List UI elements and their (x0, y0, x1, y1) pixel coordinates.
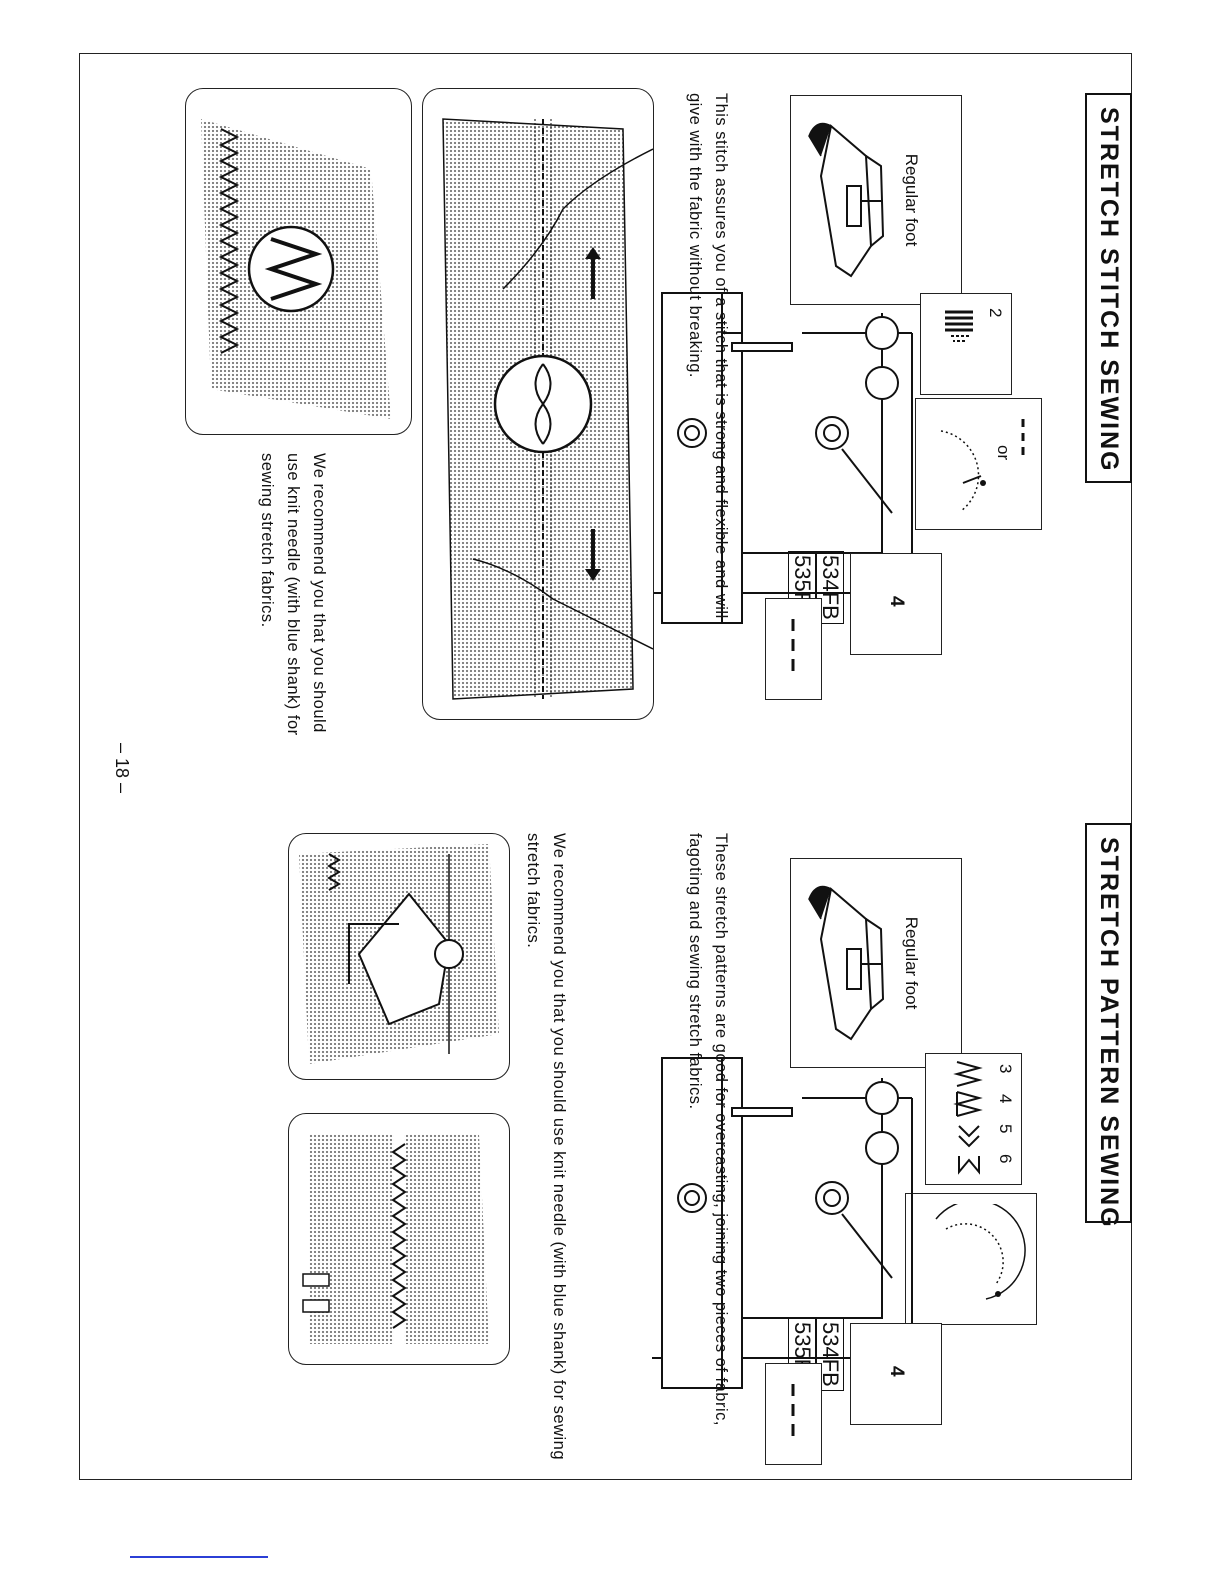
pattern-number-5: 5 (996, 1124, 1015, 1134)
tension-value-right: 4 (886, 1366, 907, 1377)
regular-foot-box-right: Regular foot (790, 858, 962, 1068)
pattern-number-6: 6 (996, 1154, 1015, 1164)
stretch-stitch-sample (185, 88, 412, 435)
stitch-length-dial-box-right (905, 1193, 1037, 1325)
fagoting-illustration (288, 1113, 510, 1365)
presser-foot-illustration-right (808, 885, 885, 1041)
left-recommendation: We recommend you that you should use kni… (258, 453, 328, 736)
bottom-link-underline (130, 1556, 268, 1558)
presser-foot-illustration (808, 122, 885, 278)
page-number: – 18 – (112, 743, 132, 794)
right-description: These stretch patterns are good for over… (686, 833, 730, 1426)
dashed-stitch-icon (791, 619, 795, 671)
dashed-stitch-icon-right (791, 1384, 795, 1436)
tension-value: 4 (886, 596, 907, 607)
regular-foot-box: Regular foot (790, 95, 962, 305)
straight-stitch-icon (1021, 419, 1025, 455)
tension-box: 4 (850, 553, 942, 655)
landscape-content: STRETCH STITCH SEWING Regular foot 2 or (79, 53, 1132, 1480)
tension-box-right: 4 (850, 1323, 942, 1425)
section-title-stretch-pattern: STRETCH PATTERN SEWING (1085, 823, 1132, 1229)
stretch-pattern-icons (953, 1061, 983, 1175)
presser-box-right (765, 1363, 822, 1465)
pattern-number-4: 4 (996, 1094, 1015, 1104)
stitch-length-dial-right (935, 1204, 1026, 1300)
sewing-machine-illustration-right (652, 1057, 913, 1389)
stitch-length-dial (940, 430, 986, 512)
fabric-stretch-illustration (422, 88, 654, 720)
page-frame (79, 53, 1132, 1480)
pattern-number-3: 3 (996, 1064, 1015, 1074)
presser-box (765, 598, 822, 700)
triple-stitch-icon (945, 310, 973, 342)
pattern-selector-box-right: 3 4 5 6 (925, 1053, 1022, 1185)
overcasting-illustration (288, 833, 510, 1080)
pattern-number: 2 (986, 308, 1005, 318)
pattern-selector-box: 2 (920, 293, 1012, 395)
right-recommendation: We recommend you that you should use kni… (524, 833, 568, 1461)
regular-foot-label-right: Regular foot (902, 916, 921, 1010)
stitch-length-box: or (915, 398, 1042, 530)
left-description: This stitch assures you of a stitch that… (686, 93, 730, 619)
section-title-stretch-stitch: STRETCH STITCH SEWING (1085, 93, 1132, 483)
sewing-machine-illustration (652, 292, 913, 624)
